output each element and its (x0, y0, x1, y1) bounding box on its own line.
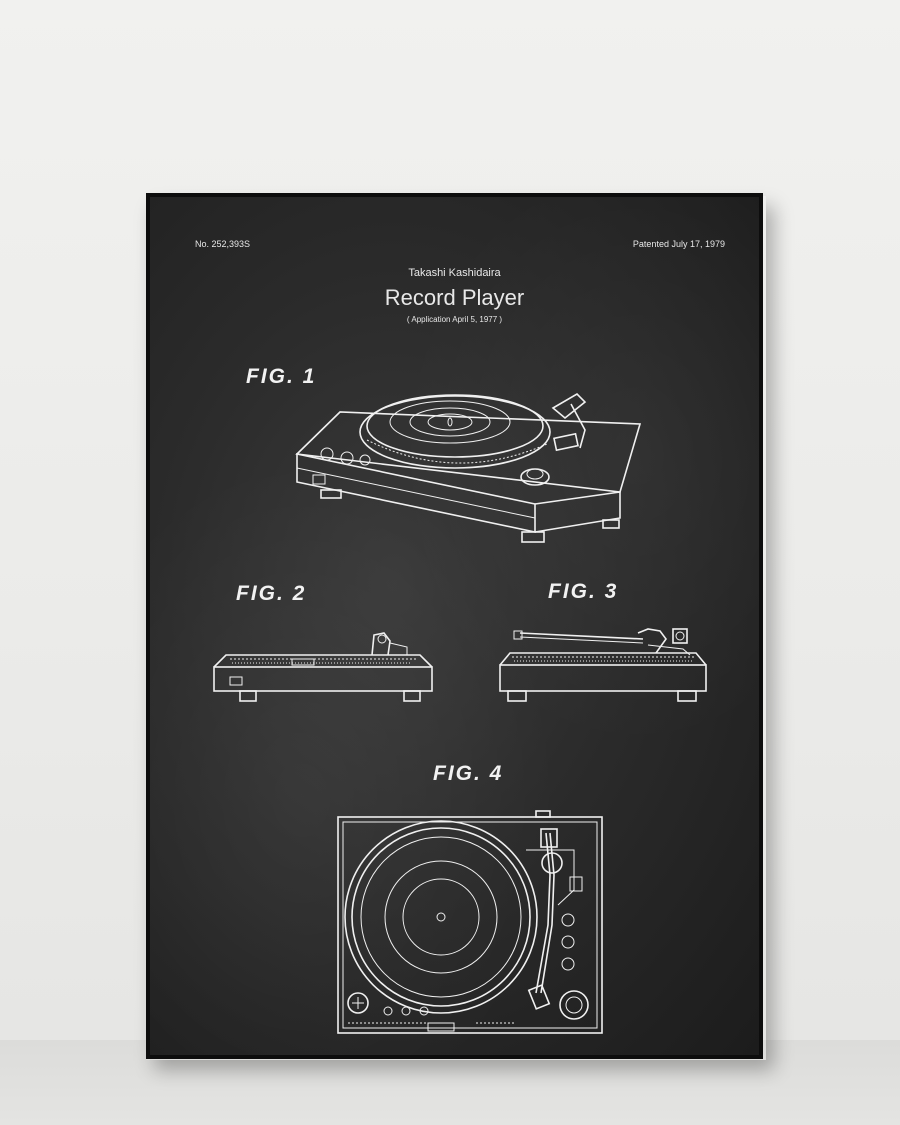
chalk-texture (150, 197, 759, 1055)
fig-4-label: FIG. 4 (433, 762, 504, 785)
patent-number: No. 252,393S (195, 239, 251, 249)
turntable-perspective-drawing (295, 392, 642, 543)
fig-2-label: FIG. 2 (236, 582, 307, 605)
patent-poster: No. 252,393S Patented July 17, 1979 Taka… (146, 193, 763, 1059)
turntable-top-view-drawing (337, 810, 603, 1034)
fig-1-label: FIG. 1 (246, 365, 317, 388)
turntable-side-view-drawing (499, 628, 707, 702)
poster-title: Record Player (384, 285, 525, 310)
application-date: ( Application April 5, 1977 ) (406, 315, 503, 324)
turntable-front-view-drawing (213, 632, 433, 702)
fig-3-label: FIG. 3 (548, 580, 619, 603)
patent-date: Patented July 17, 1979 (632, 239, 725, 249)
inventor-name: Takashi Kashidaira (408, 267, 501, 279)
